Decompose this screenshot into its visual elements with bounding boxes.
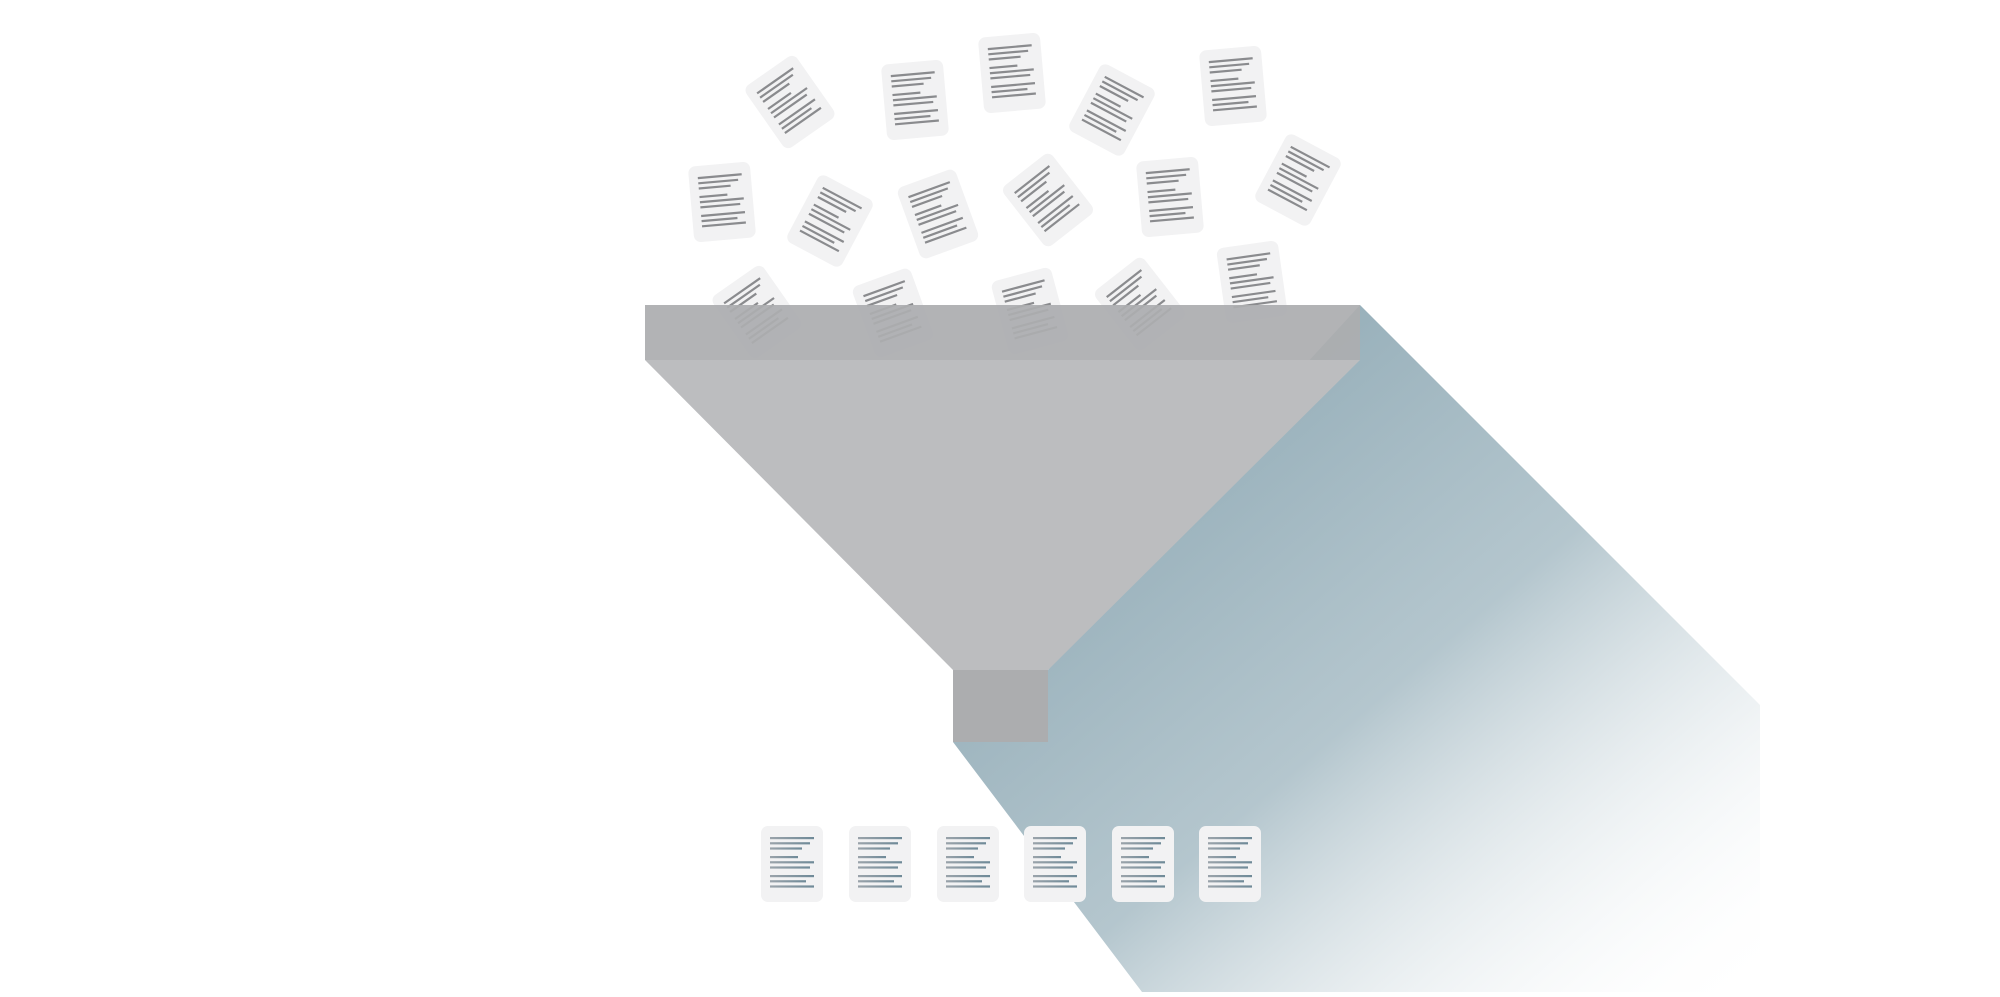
output-document-icon [1112, 826, 1174, 902]
input-document-icon [787, 175, 873, 267]
funnel-rim [645, 305, 1360, 360]
funnel-spout [953, 670, 1048, 742]
input-document-icon [745, 55, 835, 149]
output-document-icon [1199, 826, 1261, 902]
input-document-icon [897, 169, 979, 259]
output-document-icon [937, 826, 999, 902]
input-document-icon [1255, 134, 1341, 226]
input-document-icon [881, 60, 949, 140]
input-document-icon [1199, 46, 1267, 126]
input-document-icon [1216, 240, 1288, 324]
output-document-icon [849, 826, 911, 902]
input-document-icon [1136, 157, 1204, 237]
funnel-body [645, 360, 1360, 670]
input-document-icon [1003, 153, 1093, 247]
input-document-icon [688, 162, 756, 242]
output-document-icon [761, 826, 823, 902]
output-documents [761, 826, 1261, 902]
output-document-icon [1024, 826, 1086, 902]
input-document-icon [978, 33, 1046, 113]
funnel-shadow [953, 305, 1760, 992]
input-document-icon [1069, 64, 1155, 156]
